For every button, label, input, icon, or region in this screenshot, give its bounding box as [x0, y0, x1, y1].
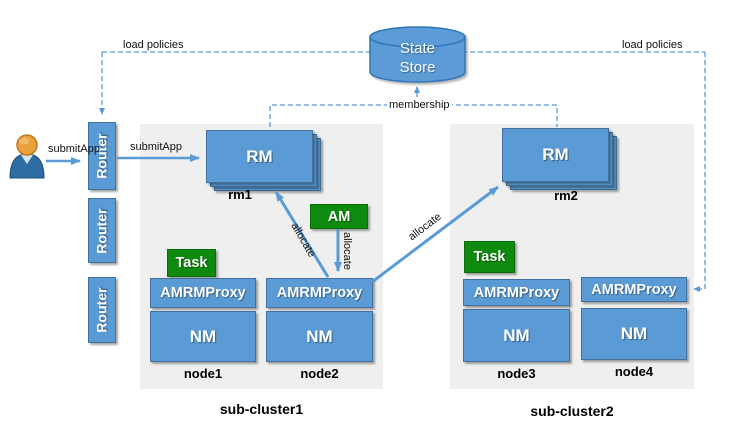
- load-policies-left-label: load policies: [123, 39, 184, 51]
- task-box-2: Task: [464, 241, 515, 273]
- subcluster1-title: sub-cluster1: [219, 401, 304, 417]
- node3-nm-box: NM: [463, 309, 570, 362]
- node2-name: node2: [300, 366, 339, 381]
- task-2-label: Task: [473, 249, 506, 265]
- task-box-1: Task: [167, 249, 216, 277]
- rm2-name: rm2: [554, 188, 578, 203]
- node1-name: node1: [183, 366, 223, 381]
- router-2-label: Router: [94, 207, 110, 254]
- state-store-line1: State: [399, 40, 436, 57]
- load-policies-right-arrow: [693, 52, 706, 292]
- rm2-stack: RM: [502, 128, 617, 190]
- submitapp-user-label: submitApp: [48, 143, 100, 155]
- node3-nm-label: NM: [503, 325, 530, 345]
- node2-amrmproxy-label: AMRMProxy: [276, 285, 363, 301]
- am-label: AM: [327, 208, 351, 225]
- router-box-2: Router: [88, 198, 116, 263]
- node3-amrmproxy-box: AMRMProxy: [463, 279, 570, 306]
- node3-amrmproxy-label: AMRMProxy: [473, 284, 560, 301]
- rm1-stack: RM: [206, 130, 321, 191]
- state-store-line2: Store: [399, 59, 436, 76]
- rm2-label: RM: [542, 145, 569, 164]
- node1-amrmproxy-box: AMRMProxy: [150, 278, 256, 308]
- rm2-box: RM: [502, 128, 609, 182]
- router-box-1: Router: [88, 122, 116, 190]
- node4-amrmproxy-label: AMRMProxy: [591, 281, 677, 298]
- node4-nm-label: NM: [620, 324, 648, 343]
- state-store-label: State Store: [370, 38, 465, 78]
- router-3-label: Router: [94, 287, 110, 333]
- user-icon: [9, 134, 45, 179]
- task-1-label: Task: [175, 255, 208, 271]
- node1-amrmproxy-label: AMRMProxy: [160, 285, 246, 301]
- rm1-name: rm1: [228, 187, 252, 202]
- node1-nm-box: NM: [150, 311, 256, 362]
- membership-label: membership: [387, 99, 452, 111]
- router-box-3: Router: [88, 277, 116, 343]
- submitapp-router-label: submitApp: [130, 141, 182, 153]
- allocate-rm2-label: allocate: [406, 210, 444, 244]
- node1-nm-label: NM: [189, 326, 217, 346]
- node2-nm-box: NM: [266, 311, 373, 362]
- subcluster2-title: sub-cluster2: [530, 403, 614, 419]
- node3-name: node3: [497, 366, 536, 381]
- allocate-am-label: allocate: [341, 232, 353, 270]
- node2-nm-label: NM: [306, 326, 333, 346]
- load-policies-right-label: load policies: [622, 39, 683, 51]
- router-1-label: Router: [94, 133, 110, 179]
- node4-nm-box: NM: [581, 308, 687, 360]
- node2-amrmproxy-box: AMRMProxy: [266, 278, 373, 308]
- am-box: AM: [310, 204, 368, 229]
- node4-name: node4: [614, 364, 654, 379]
- node4-amrmproxy-box: AMRMProxy: [581, 277, 687, 302]
- rm1-box: RM: [206, 130, 313, 183]
- rm1-label: RM: [246, 146, 273, 166]
